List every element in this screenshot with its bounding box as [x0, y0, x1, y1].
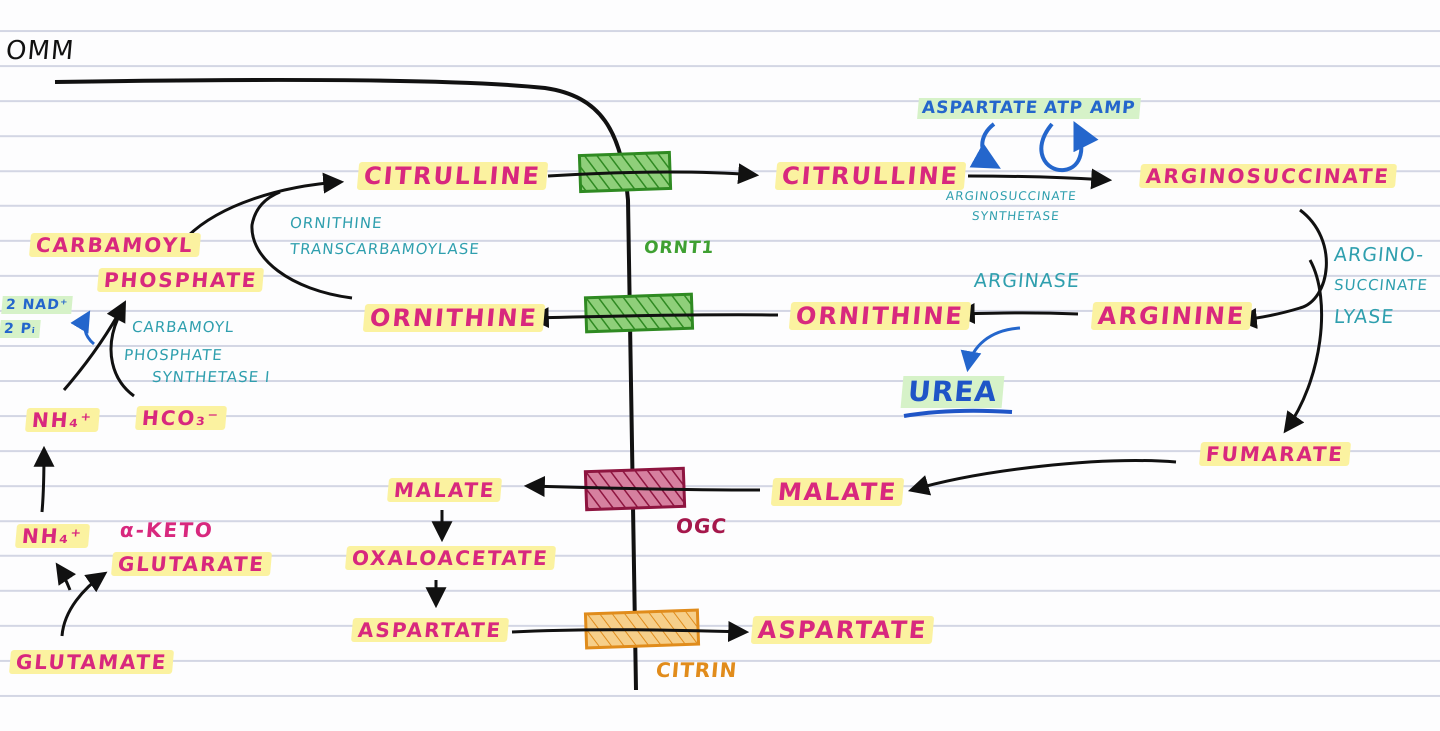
arrow-citrulline-to-argininosuccinate: [967, 168, 1113, 190]
omm-label: OMM: [4, 36, 76, 66]
urea-product: UREA: [900, 375, 1005, 408]
arrow-hco3-to-carbamoyl: [109, 317, 135, 398]
cps-enzyme-line3: SYNTHETASE I: [151, 368, 272, 386]
ornt1-transporter-lower: [583, 292, 695, 334]
cofactor-line2: 2 Pᵢ: [0, 320, 41, 338]
ogc-label: OGC: [674, 514, 729, 538]
otc-enzyme-line2: TRANSCARBAMOYLASE: [289, 240, 481, 258]
arrow-carbamoyl-to-citrulline: [186, 172, 345, 238]
oxaloacetate: OXALOACETATE: [344, 546, 556, 570]
citrin-label: CITRIN: [654, 658, 739, 682]
arrow-ornithine-to-citrulline: [250, 190, 353, 300]
arrow-to-fumarate: [1283, 259, 1324, 434]
urea-underline: [903, 408, 1013, 418]
cyto-aspartate: ASPARTATE: [750, 616, 935, 644]
argininosuccinate: ARGINOSUCCINATE: [1138, 164, 1397, 188]
fumarate: FUMARATE: [1198, 442, 1351, 466]
mito-aspartate: ASPARTATE: [350, 618, 510, 642]
cofactor-line1: 2 NAD⁺: [1, 296, 73, 314]
arrow-aspartate-out: [511, 621, 750, 643]
mito-citrulline: CITRULLINE: [356, 162, 549, 190]
otc-enzyme-line1: ORNITHINE: [289, 214, 384, 232]
arrow-citrulline-out: [547, 163, 760, 185]
arrow-ornithine-in: [527, 307, 779, 329]
alpha-ketoglutarate-line1: α-KETO: [118, 518, 215, 542]
mito-ornithine: ORNITHINE: [362, 304, 545, 332]
carbamoyl-phosphate-line1: CARBAMOYL: [28, 233, 201, 257]
cyto-malate: MALATE: [770, 478, 905, 506]
asl-enzyme-line1: ARGINO-: [1333, 244, 1426, 266]
aspartate-input: ASPARTATE: [917, 98, 1044, 119]
asl-enzyme-line3: LYASE: [1333, 306, 1396, 328]
hco3: HCO₃⁻: [134, 406, 227, 430]
arrow-aspartate-in: [969, 122, 1001, 169]
glutamate: GLUTAMATE: [8, 650, 175, 674]
membrane-line: [54, 78, 638, 691]
ass-enzyme-line1: ARGINOSUCCINATE: [945, 189, 1078, 203]
ornt1-label: ORNT1: [643, 238, 716, 258]
arrow-arginine-to-ornithine: [953, 303, 1079, 325]
ass-enzyme-line2: SYNTHETASE: [971, 209, 1061, 223]
arrow-atp-cofactor: [70, 310, 95, 346]
asl-enzyme-line2: SUCCINATE: [1333, 276, 1429, 294]
mito-malate: MALATE: [386, 478, 503, 502]
nh4-lower: NH₄⁺: [14, 524, 90, 548]
nh4-upper: NH₄⁺: [24, 408, 100, 432]
arrow-glutamate-to-nh4: [55, 562, 77, 591]
cps-enzyme-line1: CARBAMOYL: [131, 318, 236, 336]
cyto-ornithine: ORNITHINE: [788, 302, 971, 330]
arrow-nh4-to-carbamoyl: [62, 300, 126, 391]
arrow-glutamate-branch: [60, 571, 108, 637]
arrow-fumarate-to-malate: [907, 459, 1177, 496]
cyto-citrulline: CITRULLINE: [774, 162, 967, 190]
arrow-to-urea: [960, 326, 1021, 373]
carbamoyl-phosphate-line2: PHOSPHATE: [96, 268, 265, 292]
amp-label: AMP: [1085, 98, 1141, 119]
atp-label: ATP: [1039, 98, 1088, 119]
arrow-atp-amp: [1039, 120, 1099, 173]
arrow-nh4-up: [33, 445, 55, 513]
arrow-argininosuccinate-split: [1235, 208, 1328, 329]
arginine: ARGININE: [1090, 302, 1253, 330]
arginase-enzyme: ARGINASE: [973, 270, 1081, 292]
alpha-ketoglutarate-line2: GLUTARATE: [110, 552, 272, 576]
cps-enzyme-line2: PHOSPHATE: [123, 346, 224, 364]
arrow-malate-in: [523, 475, 761, 497]
